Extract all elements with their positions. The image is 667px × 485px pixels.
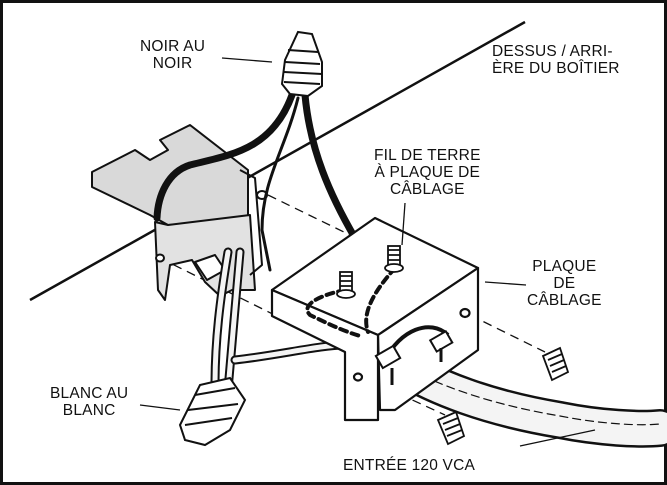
black-wires — [153, 91, 359, 272]
label-line: CÂBLAGE — [527, 292, 602, 309]
label-line: BLANC AU — [50, 385, 129, 402]
label-black-to-black: NOIR AU NOIR — [140, 38, 205, 72]
cable-clamp-icon — [374, 325, 454, 385]
ground-wires — [305, 266, 397, 338]
wire-nut-icon — [178, 376, 247, 447]
label-line: NOIR — [152, 55, 193, 72]
label-line: FIL DE TERRE — [374, 147, 481, 164]
label-white-to-white: BLANC AU BLANC — [50, 385, 128, 419]
leader-lines — [139, 57, 596, 447]
screw-icon — [541, 346, 570, 382]
label-line: PLAQUE — [532, 258, 597, 275]
label-line: DESSUS / ARRI- — [492, 43, 613, 60]
label-ground-wire: FIL DE TERRE À PLAQUE DE CÂBLAGE — [374, 147, 481, 198]
label-line: ÈRE DU BOÎTIER — [492, 60, 620, 77]
label-line: DE — [553, 275, 576, 292]
label-input: ENTRÉE 120 VCA — [343, 457, 476, 474]
screw-icon — [436, 410, 466, 446]
label-line: NOIR AU — [140, 38, 206, 55]
label-top-rear: DESSUS / ARRI- ÈRE DU BOÎTIER — [492, 43, 620, 77]
bracket-hole-icon — [155, 253, 165, 263]
wire-nut-icon — [280, 30, 323, 98]
wiring-plate — [270, 216, 480, 422]
plate-hole-icon — [459, 307, 471, 319]
label-line: CÂBLAGE — [390, 181, 465, 198]
mounting-bracket — [91, 124, 268, 301]
label-line: BLANC — [62, 402, 116, 419]
label-wiring-plate: PLAQUE DE CÂBLAGE — [527, 258, 602, 309]
ground-screw-icon — [384, 245, 404, 273]
label-line: À PLAQUE DE — [374, 164, 481, 181]
plate-hole-icon — [352, 372, 364, 382]
ground-screw-icon — [336, 271, 356, 299]
